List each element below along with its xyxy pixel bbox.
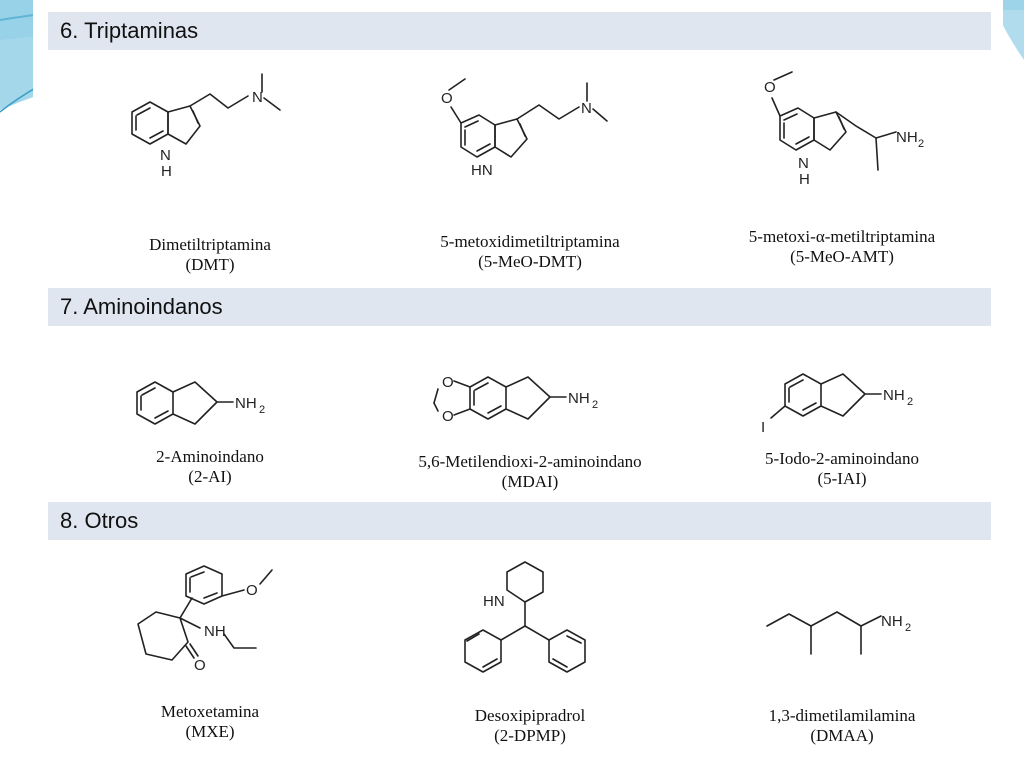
svg-text:O: O bbox=[442, 374, 454, 391]
compound-abbr: (5-IAI) bbox=[817, 469, 867, 488]
compound-name: 5-metoxi-α-metiltriptamina bbox=[748, 227, 936, 246]
svg-text:N: N bbox=[798, 155, 809, 172]
svg-text:2: 2 bbox=[259, 404, 265, 416]
svg-text:NH: NH bbox=[204, 623, 226, 640]
compound-abbr: (5-MeO-DMT) bbox=[478, 252, 582, 271]
compound-abbr: (2-DPMP) bbox=[494, 726, 566, 745]
svg-text:2: 2 bbox=[907, 396, 913, 408]
dmt-structure: N N H bbox=[131, 73, 281, 180]
caption-mdai: 5,6-Metilendioxi-2-aminoindano (MDAI) bbox=[395, 452, 665, 492]
svg-text:H: H bbox=[799, 171, 810, 188]
compound-name: 1,3-dimetilamilamina bbox=[768, 706, 916, 725]
svg-text:O: O bbox=[246, 582, 258, 599]
svg-text:2: 2 bbox=[592, 399, 598, 411]
caption-2-dpmp: Desoxipipradrol (2-DPMP) bbox=[395, 706, 665, 746]
svg-text:O: O bbox=[441, 90, 453, 107]
svg-text:O: O bbox=[194, 657, 206, 674]
svg-text:2: 2 bbox=[918, 138, 924, 150]
section-header-aminoindanos: 7. Aminoindanos bbox=[48, 288, 991, 326]
compound-name: 5-metoxidimetiltriptamina bbox=[440, 232, 620, 251]
caption-5-meo-amt: 5-metoxi-α-metiltriptamina (5-MeO-AMT) bbox=[712, 227, 972, 267]
caption-2-ai: 2-Aminoindano (2-AI) bbox=[80, 447, 340, 487]
compound-name: 2-Aminoindano bbox=[156, 447, 264, 466]
compound-abbr: (MDAI) bbox=[501, 472, 559, 491]
section-header-otros: 8. Otros bbox=[48, 502, 991, 540]
svg-text:NH: NH bbox=[881, 613, 903, 630]
svg-text:NH: NH bbox=[883, 387, 905, 404]
svg-text:I: I bbox=[761, 419, 765, 436]
section-panel-otros bbox=[48, 542, 991, 752]
compound-name: 5,6-Metilendioxi-2-aminoindano bbox=[418, 452, 642, 471]
compound-abbr: (DMT) bbox=[185, 255, 235, 274]
svg-text:NH: NH bbox=[896, 129, 918, 146]
5-meo-dmt-structure: O N HN bbox=[441, 78, 608, 179]
compound-abbr: (5-MeO-AMT) bbox=[790, 247, 894, 266]
caption-dmt: Dimetiltriptamina (DMT) bbox=[80, 235, 340, 275]
compound-abbr: (MXE) bbox=[185, 722, 235, 741]
svg-text:HN: HN bbox=[471, 162, 493, 179]
compound-abbr: (2-AI) bbox=[188, 467, 232, 486]
section-header-triptaminas: 6. Triptaminas bbox=[48, 12, 991, 50]
svg-text:H: H bbox=[161, 163, 172, 180]
compound-name: Dimetiltriptamina bbox=[149, 235, 271, 254]
svg-text:N: N bbox=[252, 89, 263, 106]
section-panel-triptaminas bbox=[48, 52, 991, 280]
svg-text:2: 2 bbox=[905, 622, 911, 634]
svg-text:N: N bbox=[581, 100, 592, 117]
caption-mxe: Metoxetamina (MXE) bbox=[80, 702, 340, 742]
caption-5-iai: 5-Iodo-2-aminoindano (5-IAI) bbox=[712, 449, 972, 489]
svg-text:NH: NH bbox=[568, 390, 590, 407]
caption-5-meo-dmt: 5-metoxidimetiltriptamina (5-MeO-DMT) bbox=[400, 232, 660, 272]
svg-text:N: N bbox=[160, 147, 171, 164]
compound-name: 5-Iodo-2-aminoindano bbox=[765, 449, 919, 468]
svg-text:O: O bbox=[442, 408, 454, 425]
svg-text:NH: NH bbox=[235, 395, 257, 412]
svg-text:O: O bbox=[764, 79, 776, 96]
compound-name: Desoxipipradrol bbox=[474, 706, 586, 725]
compound-abbr: (DMAA) bbox=[810, 726, 874, 745]
caption-dmaa: 1,3-dimetilamilamina (DMAA) bbox=[712, 706, 972, 746]
svg-text:HN: HN bbox=[483, 593, 505, 610]
2-dpmp-structure: HN bbox=[464, 561, 586, 673]
mxe-structure: O NH O bbox=[137, 565, 273, 674]
compound-name: Metoxetamina bbox=[160, 702, 260, 721]
